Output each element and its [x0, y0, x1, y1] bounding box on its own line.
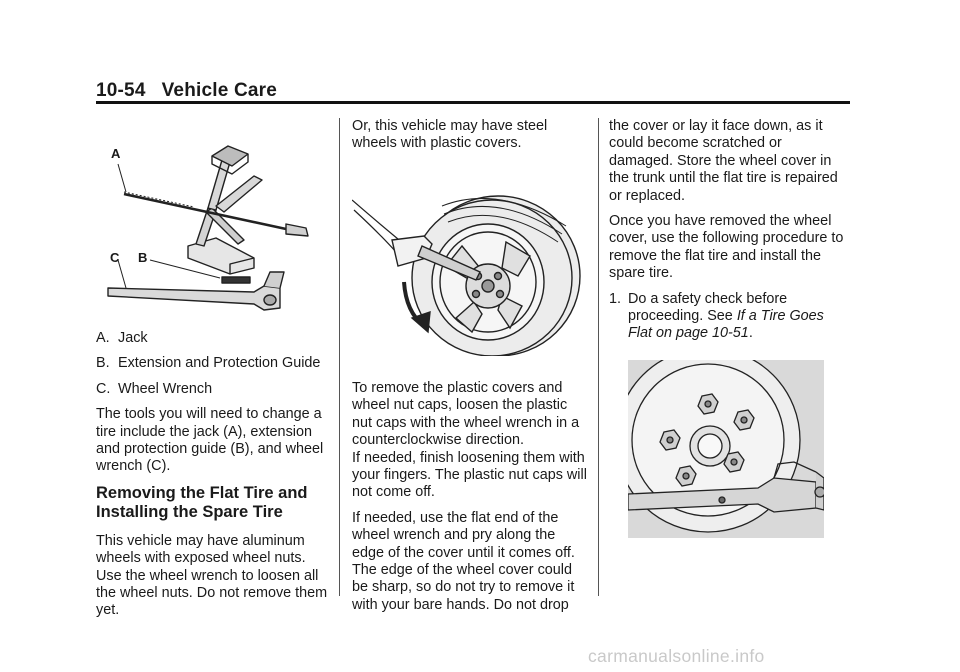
tools-paragraph: The tools you will need to change a tire…: [96, 406, 324, 475]
legend-item: A.Jack: [96, 330, 148, 346]
page-header: 10-54 Vehicle Care: [96, 80, 277, 102]
section-title: Vehicle Care: [161, 80, 278, 101]
callout-b: B: [138, 250, 148, 265]
store-cover-paragraph: the cover or lay it face down, as it cou…: [609, 118, 838, 204]
column-1: A.Jack B.Extension and Protection Guide …: [96, 330, 328, 628]
pry-cover-paragraph: If needed, use the flat end of the wheel…: [352, 509, 575, 613]
watermark: carmanualsonline.info: [588, 646, 765, 666]
step-number: 1.: [609, 290, 622, 307]
callout-c: C: [110, 250, 120, 265]
wheel-nuts-illustration: [615, 347, 826, 538]
column-divider: [339, 118, 340, 596]
finish-loosening-paragraph: If needed, finish loosening them with yo…: [352, 449, 587, 501]
callout-a: A: [111, 146, 121, 161]
column-divider: [598, 118, 599, 596]
step-text: Do a safety check before proceeding. See…: [628, 290, 824, 342]
plastic-covers-paragraph: To remove the plastic covers and wheel n…: [352, 380, 580, 449]
header-rule: [96, 101, 850, 104]
aluminum-wheels-paragraph: This vehicle may have aluminum wheels wi…: [96, 532, 328, 619]
jack-tools-illustration: [104, 136, 328, 318]
procedure-intro-paragraph: Once you have removed the wheel cover, u…: [609, 213, 844, 282]
legend-item: C.Wheel Wrench: [96, 380, 213, 397]
column-3: the cover or lay it face down, as it cou…: [609, 118, 849, 343]
cross-reference-link[interactable]: If a Tire Goes Flat on page 10-51: [628, 308, 824, 342]
step-1: 1. Do a safety check before proceeding. …: [609, 291, 849, 343]
legend-item: B.Extension and Protection Guide: [96, 355, 321, 372]
steel-wheels-intro: Or, this vehicle may have steel wheels w…: [352, 118, 548, 152]
column-2-lower: To remove the plastic covers and wheel n…: [352, 380, 588, 622]
section-heading: Removing the Flat Tire and Installing th…: [96, 483, 308, 522]
wheel-cover-removal-illustration: [351, 186, 584, 357]
page-number: 10-54: [96, 80, 146, 101]
column-2: Or, this vehicle may have steel wheels w…: [352, 118, 588, 161]
